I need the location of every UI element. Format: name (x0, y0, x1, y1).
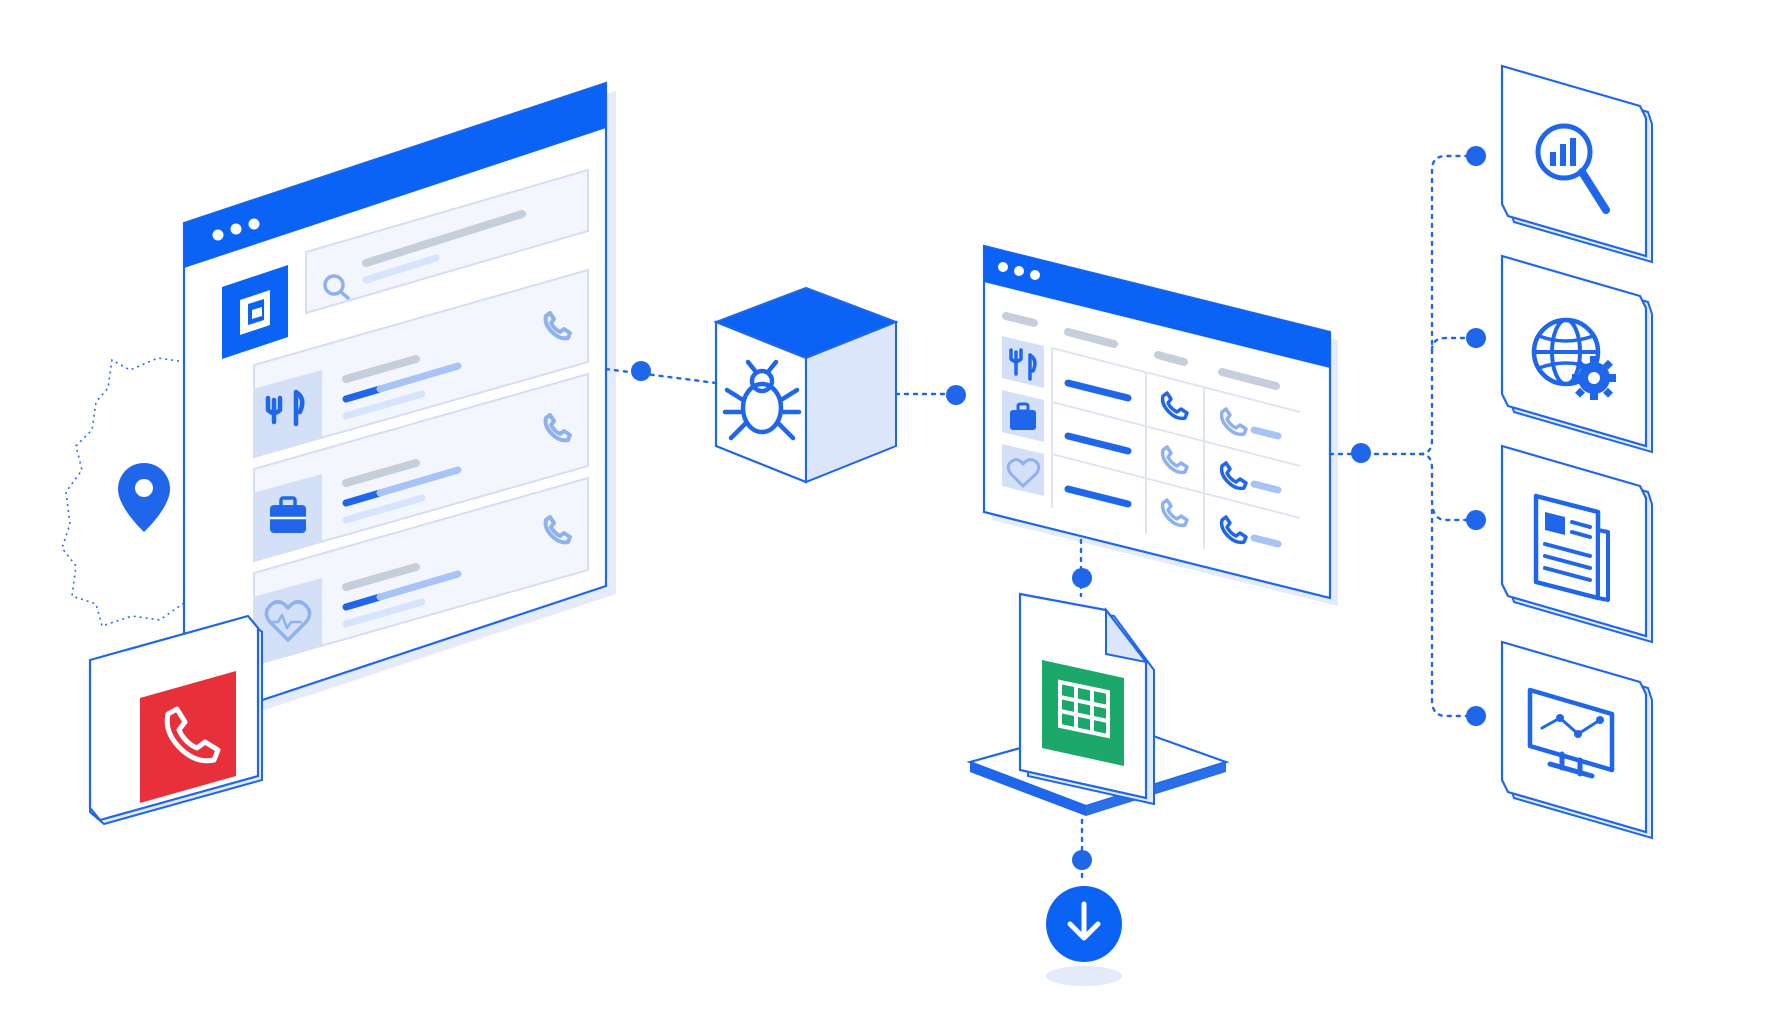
download-button[interactable] (1046, 886, 1122, 986)
connector (1072, 818, 1092, 882)
window-title-bar (184, 83, 606, 268)
connector (894, 385, 966, 405)
phone-icon[interactable] (1219, 461, 1248, 491)
search-bar[interactable] (305, 168, 589, 315)
phone-icon[interactable] (1219, 515, 1248, 545)
listing-card[interactable] (253, 372, 589, 563)
region-outline (61, 357, 189, 628)
phone-icon[interactable] (1160, 391, 1189, 421)
newspaper-icon (1533, 493, 1610, 602)
scraper-cube[interactable] (713, 286, 899, 484)
analytics-search-icon (1535, 123, 1610, 214)
listing-card[interactable] (253, 268, 589, 459)
health-heart-icon (1002, 444, 1044, 496)
table-grid (1051, 347, 1301, 549)
use-case-tile[interactable] (1500, 64, 1653, 264)
restaurant-icon (253, 370, 322, 457)
use-case-tile[interactable] (1500, 254, 1653, 454)
map-region (61, 357, 189, 628)
phone-icon[interactable] (1219, 407, 1248, 437)
monitor-chart-icon (1527, 687, 1615, 779)
source-browser-window (182, 81, 616, 734)
location-pin-icon (118, 463, 170, 532)
connector (604, 361, 718, 385)
phone-icon[interactable] (543, 515, 572, 545)
phone-icon[interactable] (1160, 498, 1189, 528)
spreadsheet-icon (1042, 660, 1124, 766)
briefcase-icon (1002, 390, 1044, 442)
window-controls (998, 262, 1040, 280)
window-title-bar (984, 246, 1330, 368)
export-file[interactable] (966, 592, 1230, 816)
connector (1072, 538, 1092, 598)
window-controls (212, 218, 260, 241)
search-icon (323, 274, 350, 300)
globe-settings-icon (1531, 317, 1616, 400)
phone-icon[interactable] (543, 311, 572, 341)
download-arrow-icon (1067, 901, 1101, 941)
phone-icon[interactable] (1160, 445, 1189, 475)
use-case-tile[interactable] (1500, 444, 1653, 644)
app-logo-icon (222, 265, 288, 359)
briefcase-icon (253, 474, 322, 561)
use-case-tile[interactable] (1500, 640, 1653, 840)
bug-crawler-icon (722, 359, 802, 441)
connector-tree (1328, 146, 1486, 726)
call-tile[interactable] (88, 614, 263, 826)
listing-card[interactable] (253, 476, 589, 667)
phone-icon[interactable] (543, 413, 572, 443)
table-window (982, 244, 1338, 606)
health-heart-icon (253, 578, 322, 665)
phone-icon (164, 706, 221, 764)
restaurant-icon (1002, 336, 1044, 388)
